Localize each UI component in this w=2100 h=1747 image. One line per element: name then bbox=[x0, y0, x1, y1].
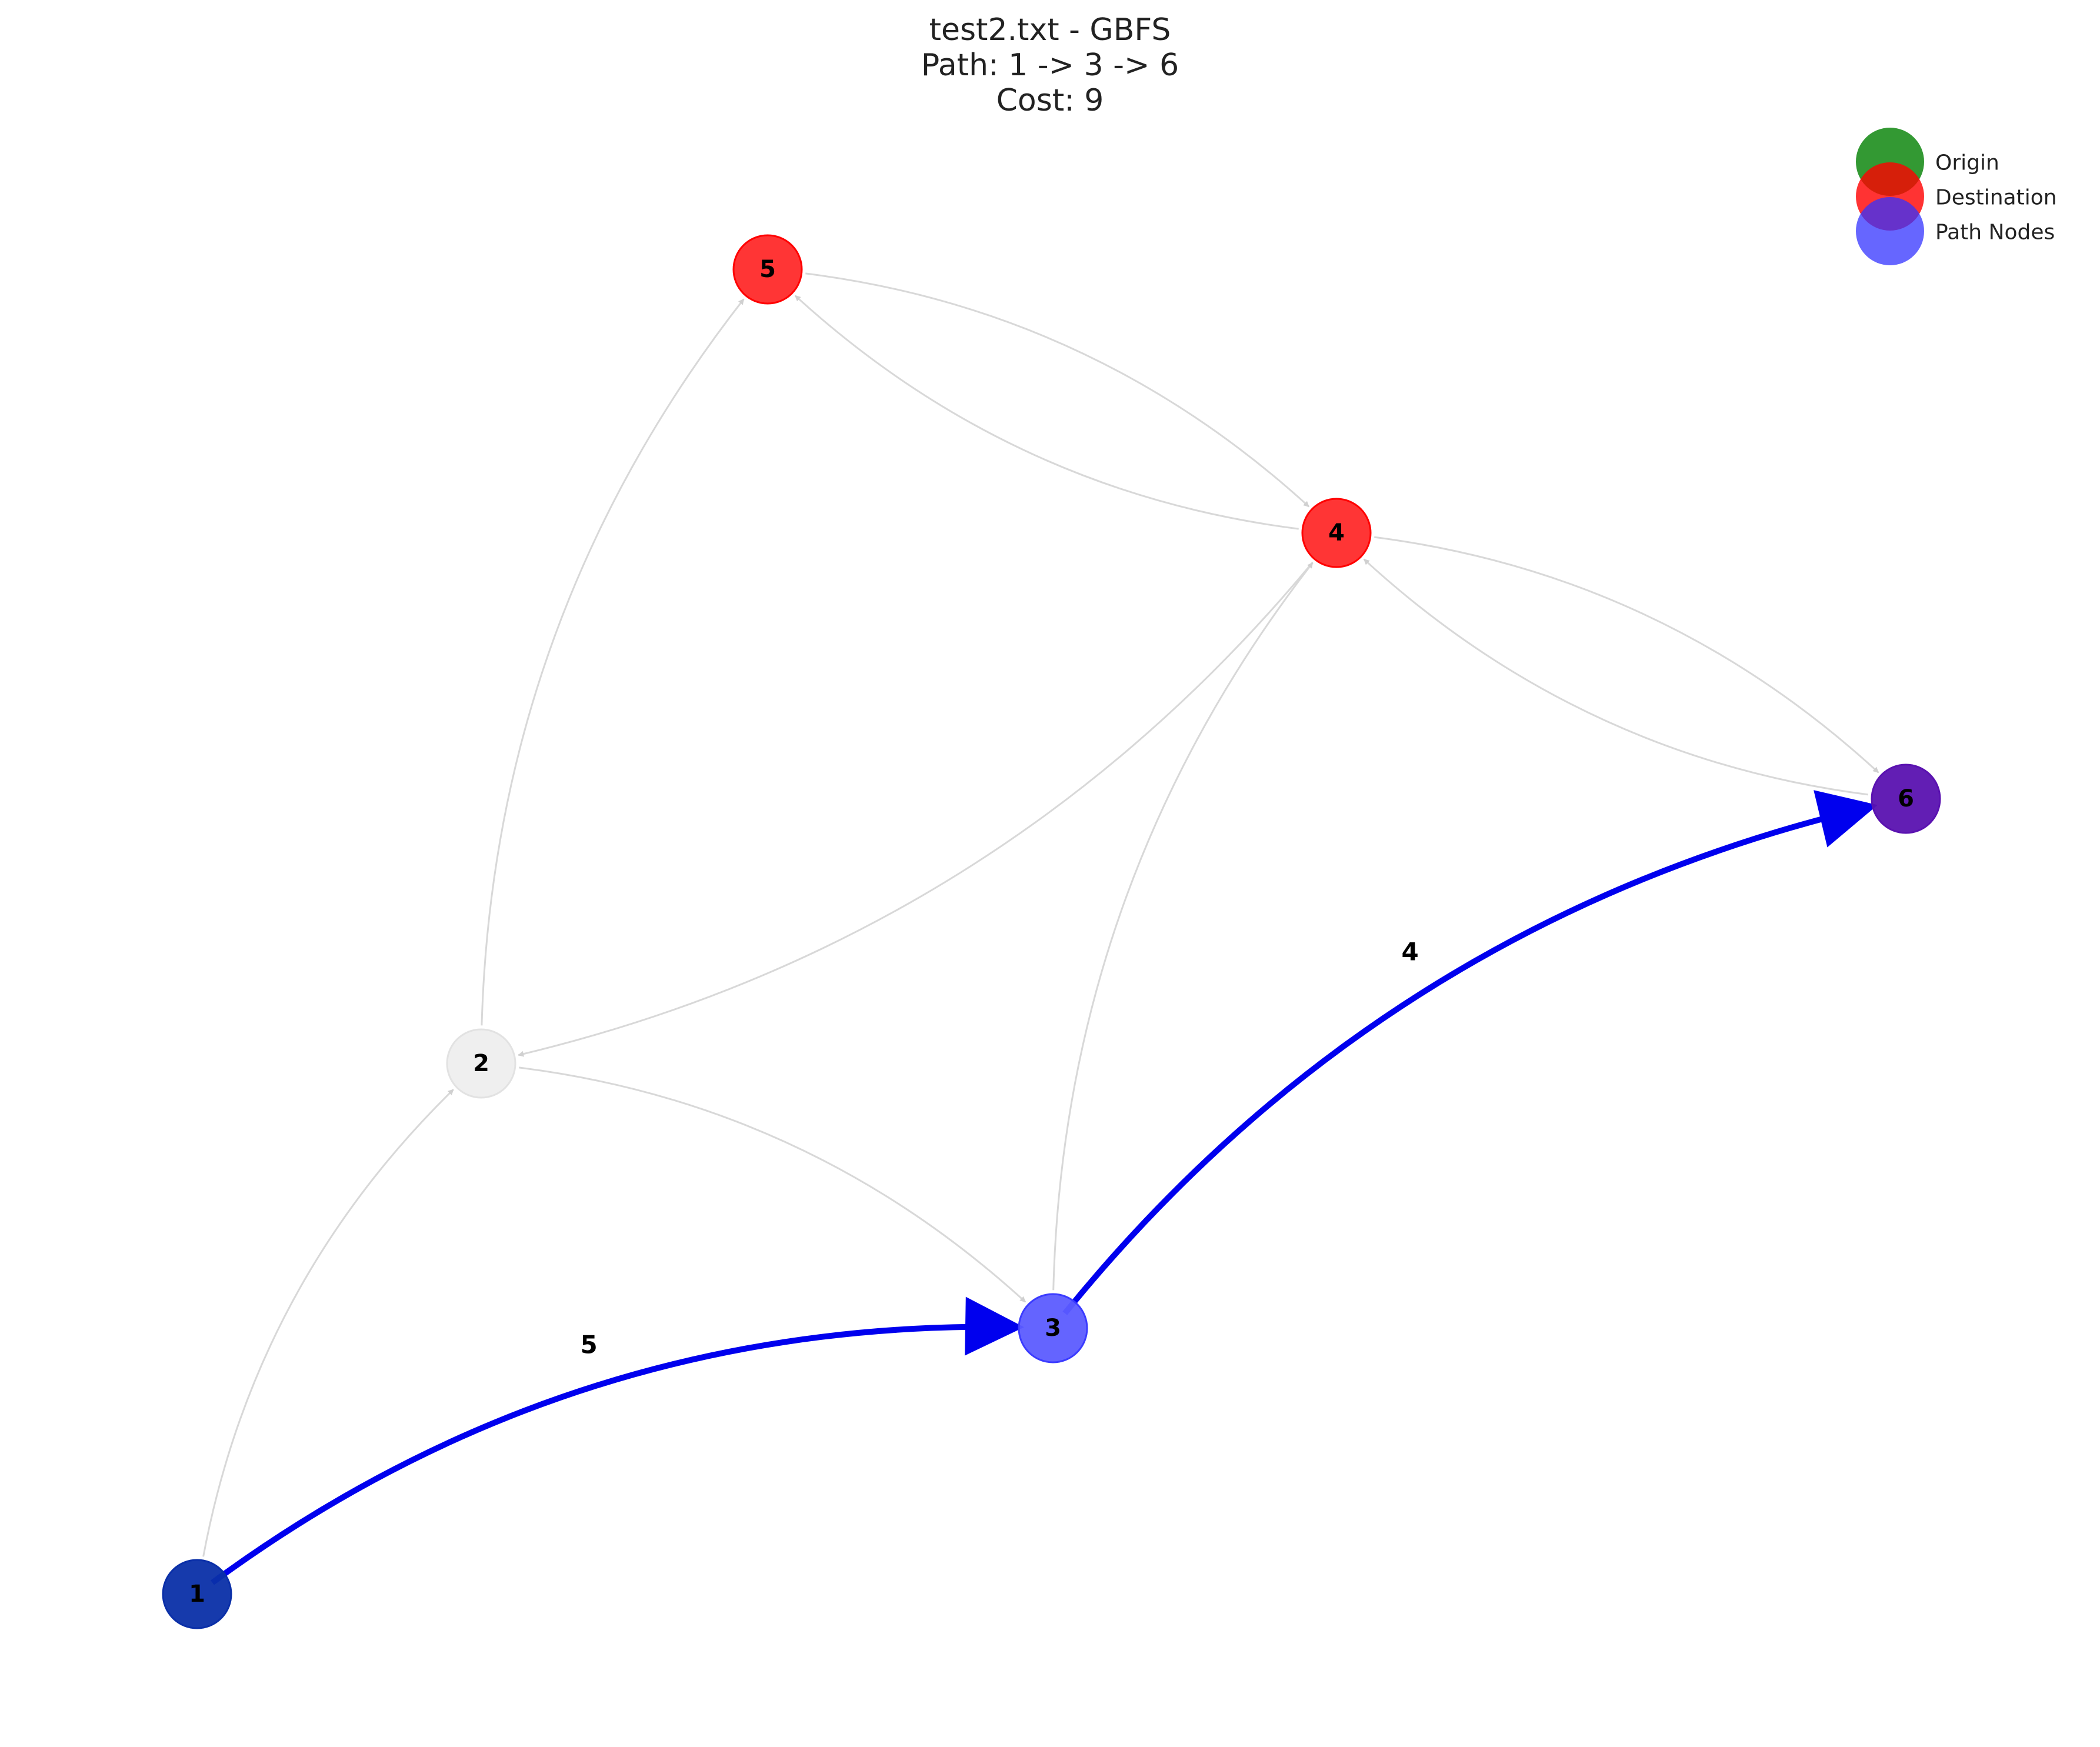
edge-3-6-path bbox=[1062, 790, 1878, 1315]
node-circle-6 bbox=[1871, 764, 1941, 834]
node-circle-2 bbox=[446, 1028, 516, 1099]
legend-item-path-nodes: Path Nodes bbox=[1856, 197, 2055, 265]
legend-label-origin: Origin bbox=[1935, 151, 1999, 175]
edge-4-5 bbox=[794, 295, 1299, 530]
node-label-6: 6 bbox=[1898, 785, 1914, 812]
node-circle-4 bbox=[1301, 498, 1372, 568]
node-circle-3 bbox=[1018, 1293, 1088, 1363]
edge-1-3-path bbox=[211, 1296, 1024, 1585]
node-3: 3 bbox=[1018, 1293, 1088, 1363]
edge-1-2 bbox=[202, 1089, 454, 1557]
node-label-4: 4 bbox=[1328, 519, 1345, 546]
edge-6-4 bbox=[1363, 558, 1868, 796]
node-5: 5 bbox=[732, 234, 803, 305]
legend-label-destination: Destination bbox=[1935, 186, 2057, 210]
edge-2-3 bbox=[519, 1066, 1026, 1303]
node-label-2: 2 bbox=[473, 1050, 489, 1077]
node-circle-5 bbox=[732, 234, 803, 305]
edge-2-5 bbox=[481, 298, 745, 1026]
node-label-1: 1 bbox=[189, 1581, 205, 1608]
node-2: 2 bbox=[446, 1028, 516, 1099]
edge-4-2 bbox=[518, 562, 1314, 1057]
edge-3-4 bbox=[1052, 562, 1314, 1291]
node-label-5: 5 bbox=[759, 256, 776, 283]
title-line-1: test2.txt - GBFS bbox=[929, 12, 1171, 48]
legend-label-path-nodes: Path Nodes bbox=[1935, 221, 2055, 245]
edges-layer bbox=[202, 272, 1879, 1585]
nodes-layer: 1 2 3 4 5 6 bbox=[162, 234, 1941, 1629]
node-label-3: 3 bbox=[1045, 1315, 1061, 1342]
edge-label-1-3: 5 bbox=[580, 1331, 597, 1359]
node-circle-1 bbox=[162, 1559, 232, 1629]
title-line-3: Cost: 9 bbox=[996, 83, 1104, 118]
edge-5-4 bbox=[805, 272, 1310, 508]
edge-label-3-6: 4 bbox=[1401, 938, 1418, 966]
node-1: 1 bbox=[162, 1559, 232, 1629]
legend-swatch-path-nodes bbox=[1856, 197, 1924, 265]
edge-4-6 bbox=[1374, 536, 1879, 774]
node-4: 4 bbox=[1301, 498, 1372, 568]
edge-labels-layer: 54 bbox=[580, 938, 1418, 1359]
node-6: 6 bbox=[1871, 764, 1941, 834]
legend: Origin Destination Path Nodes bbox=[1856, 128, 2057, 265]
title-line-2: Path: 1 -> 3 -> 6 bbox=[921, 48, 1179, 83]
chart-title: test2.txt - GBFS Path: 1 -> 3 -> 6 Cost:… bbox=[921, 12, 1179, 118]
